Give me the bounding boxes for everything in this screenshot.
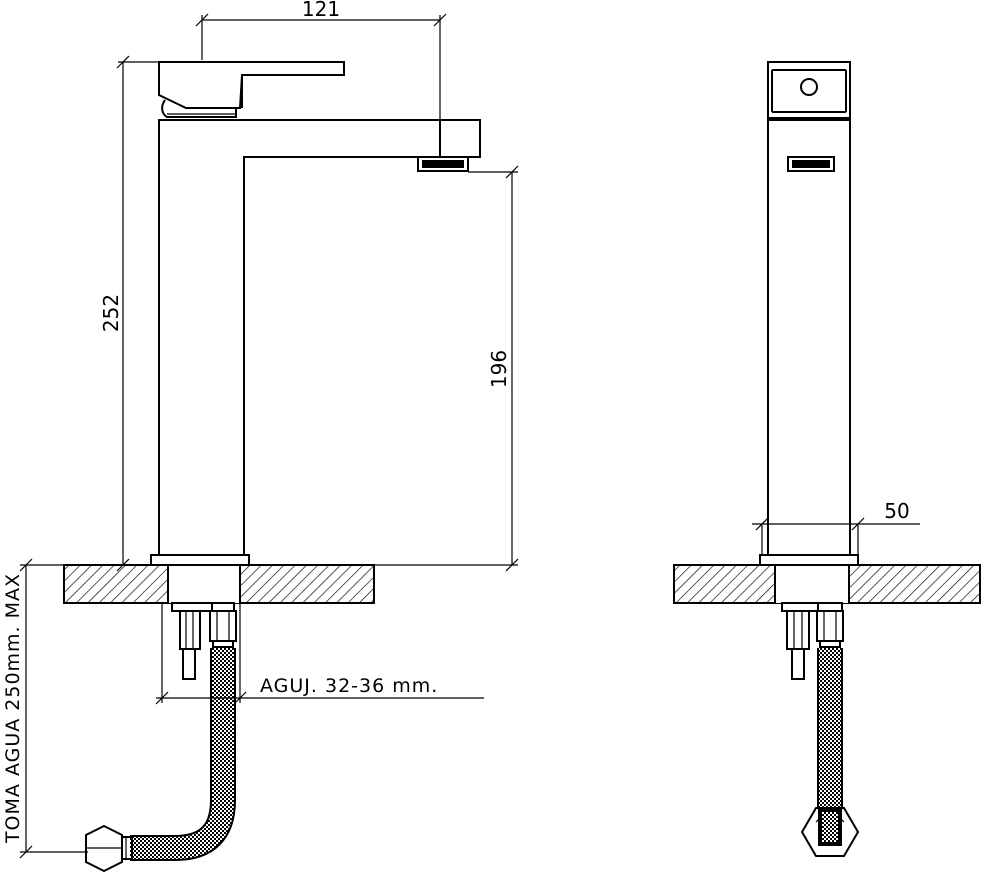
front-fittings xyxy=(171,602,237,680)
dimension-252-label: 252 xyxy=(99,294,123,332)
dimension-196-label: 196 xyxy=(487,350,511,388)
side-countertop xyxy=(673,564,981,604)
side-faucet-body xyxy=(759,61,859,566)
hole-size-label: AGUJ. 32-36 mm. xyxy=(260,675,438,697)
side-hose xyxy=(800,648,860,857)
front-countertop xyxy=(63,564,375,604)
front-handle xyxy=(158,61,345,118)
dimension-121-label: 121 xyxy=(302,0,340,21)
dimension-spout-reach: 121 xyxy=(195,0,447,120)
side-fittings xyxy=(781,602,844,680)
front-hose xyxy=(85,648,236,873)
dimension-50-label: 50 xyxy=(884,499,909,523)
dimension-total-height: 252 xyxy=(99,55,159,572)
front-faucet-body xyxy=(150,119,481,566)
front-view: 121 252 196 AGUJ. 32-36 mm. xyxy=(2,0,519,873)
side-view: 50 xyxy=(673,61,981,857)
water-inlet-callout: TOMA AGUA 250mm. MAX xyxy=(2,558,88,859)
dimension-spout-height: 196 xyxy=(374,165,519,572)
hole-size-callout: AGUJ. 32-36 mm. xyxy=(155,603,484,705)
dimension-body-width: 50 xyxy=(752,499,920,555)
water-inlet-label: TOMA AGUA 250mm. MAX xyxy=(2,573,24,844)
